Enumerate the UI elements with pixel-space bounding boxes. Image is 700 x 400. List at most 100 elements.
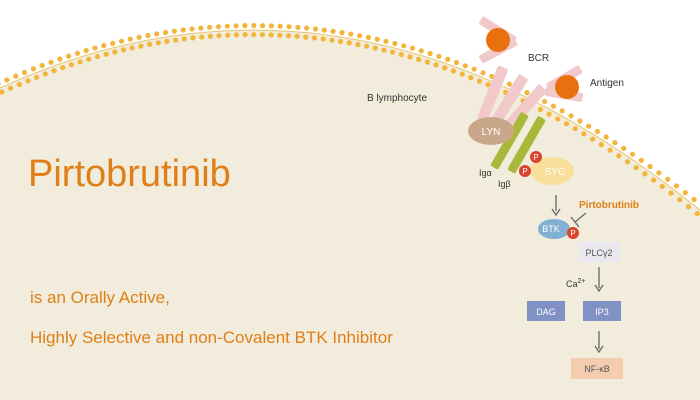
nfkb-box <box>571 358 623 379</box>
membrane-bead <box>277 32 283 38</box>
membrane-bead <box>94 54 101 60</box>
membrane-bead <box>207 33 213 39</box>
membrane-bead <box>568 113 574 119</box>
page-title: Pirtobrutinib <box>28 153 231 195</box>
membrane-bead <box>642 171 648 177</box>
membrane-bead <box>68 62 74 68</box>
arrowhead-to-nfkb <box>594 345 604 354</box>
description-line-2: Highly Selective and non-Covalent BTK In… <box>30 328 393 347</box>
membrane-bead <box>259 32 265 38</box>
syc-kinase <box>530 157 574 185</box>
membrane-bead <box>321 27 327 33</box>
membrane-bead <box>268 23 274 29</box>
membrane-bead <box>381 47 387 53</box>
membrane-bead <box>30 66 36 72</box>
membrane-bead <box>60 65 66 71</box>
description-line-1: is an Orally Active, <box>30 288 170 307</box>
membrane-bead <box>312 26 319 32</box>
ip3-box <box>583 301 621 321</box>
membrane-bead <box>51 68 57 74</box>
membrane-bead <box>154 31 160 37</box>
membrane-bead <box>485 82 491 88</box>
membrane-bead <box>407 54 413 60</box>
bcr-label: BCR <box>528 53 549 64</box>
membrane-bead <box>468 75 474 81</box>
membrane-bead <box>427 50 433 57</box>
membrane-bead <box>329 37 335 43</box>
ig-beta-chain <box>507 116 546 174</box>
plcg2-label: PLCγ2 <box>585 248 612 258</box>
syc-label: SYC <box>545 167 566 178</box>
membrane-bead <box>506 81 512 87</box>
inhibition-line <box>574 212 587 223</box>
membrane-bead <box>225 32 231 38</box>
membrane-bead <box>127 36 133 42</box>
membrane-bead <box>524 90 530 96</box>
membrane-bead <box>462 63 468 69</box>
membrane-bead <box>304 25 310 31</box>
membrane-bead <box>416 56 422 63</box>
membrane-bead <box>233 23 239 29</box>
membrane-bead <box>480 70 486 76</box>
phospho-group-2 <box>519 165 531 177</box>
membrane-bead <box>277 23 283 29</box>
membrane-bead <box>215 24 222 30</box>
membrane-bead <box>442 65 448 71</box>
calcium-label: Ca2+ <box>566 278 586 289</box>
membrane-bead <box>66 53 72 59</box>
phospho-group-1 <box>530 151 542 163</box>
membrane-bead <box>647 163 653 170</box>
membrane-bead <box>372 45 378 51</box>
membrane-bead <box>92 45 98 51</box>
membrane-bead <box>207 24 213 30</box>
membrane-bead <box>34 74 40 80</box>
membrane-bead <box>656 170 662 176</box>
membrane-bead <box>77 59 83 65</box>
membrane-bead <box>260 23 266 29</box>
membrane-bead <box>357 33 363 39</box>
membrane-bead <box>164 38 170 45</box>
membrane-bead <box>112 49 118 55</box>
membrane-bead <box>450 68 457 74</box>
arrowhead-syc-to-btk <box>551 208 561 217</box>
membrane-bead <box>594 128 601 135</box>
membrane-bead <box>86 56 92 62</box>
membrane-bead <box>445 56 451 63</box>
phospho-label-1: P <box>533 153 538 162</box>
membrane-bead <box>155 40 161 46</box>
membrane-bead <box>242 23 248 29</box>
lyn-label: LYN <box>482 127 501 138</box>
membrane-bead <box>216 33 222 39</box>
membrane-bead <box>629 151 636 157</box>
membrane-bead <box>39 62 45 69</box>
membrane-bead <box>677 197 683 203</box>
membrane-bead <box>224 23 230 29</box>
membrane-bead <box>436 53 442 60</box>
membrane-bead <box>607 147 613 153</box>
membrane-bead <box>665 176 671 182</box>
antigen-label: Antigen <box>590 78 624 89</box>
membrane-bead <box>590 136 596 142</box>
membrane-bead <box>418 48 424 54</box>
membrane-bead <box>459 71 465 77</box>
cell-membrane <box>0 23 700 217</box>
membrane-bead <box>673 183 680 189</box>
membrane-bead <box>233 32 239 38</box>
membrane-bead <box>190 35 196 41</box>
membrane-bead <box>424 59 430 65</box>
membrane-bead <box>621 145 627 151</box>
membrane-bead <box>581 131 587 137</box>
membrane-bead <box>294 33 300 39</box>
membrane-bead <box>171 28 177 34</box>
btk-phospho-label: P <box>570 229 575 238</box>
membrane-bead <box>48 59 54 65</box>
membrane-bead <box>659 183 665 190</box>
membrane-bead <box>572 126 578 132</box>
membrane-bead <box>285 33 292 39</box>
membrane-bead <box>147 41 153 48</box>
membrane-bead <box>682 190 688 196</box>
ig-alpha-chain <box>490 112 529 170</box>
membrane-bead <box>476 78 483 84</box>
membrane-bead <box>295 24 301 30</box>
